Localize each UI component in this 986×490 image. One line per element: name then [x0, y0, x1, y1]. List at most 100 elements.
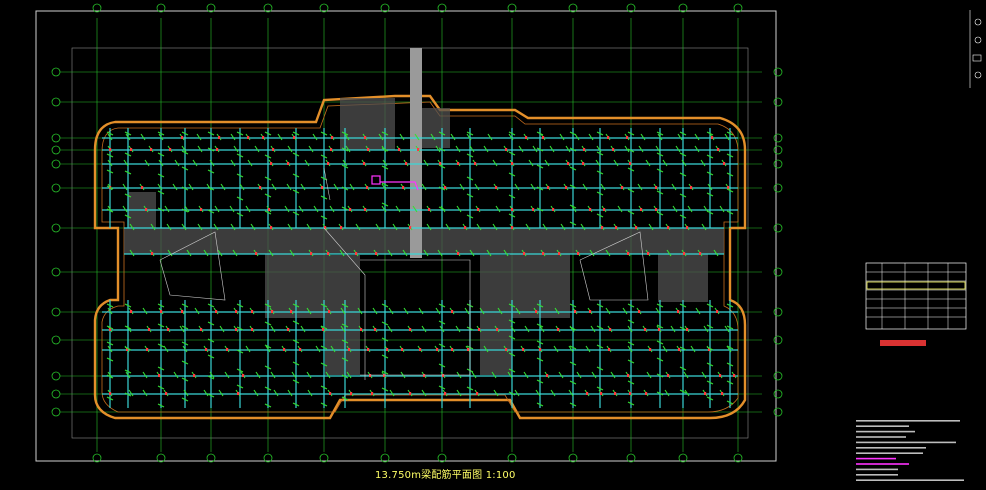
rebar-mark [218, 136, 221, 139]
rebar-tick [268, 249, 274, 257]
rebar-mark [310, 252, 313, 255]
rebar-mark [621, 186, 624, 189]
rebar-tick [596, 213, 604, 218]
rebar-tick [656, 340, 664, 345]
rebar-mark [405, 162, 408, 165]
rebar-tick [236, 368, 244, 373]
rebar-tick [357, 307, 363, 315]
rebar-tick [387, 249, 393, 257]
axis-bubble-right [773, 389, 783, 399]
rebar-tick [627, 401, 635, 406]
rebar-tick [157, 173, 165, 178]
rebar-tick [196, 133, 202, 141]
rebar-tick [706, 346, 714, 351]
rebar-tick [536, 340, 544, 345]
rebar-mark [130, 148, 133, 151]
rebar-tick [292, 173, 300, 178]
rebar-mark [181, 136, 184, 139]
rebar-tick [107, 133, 113, 141]
rebar-tick [726, 325, 734, 330]
axis-bubbles [51, 3, 783, 463]
rebar-mark [645, 392, 648, 395]
rebar-tick [174, 159, 180, 167]
rebar-tick [381, 337, 389, 342]
rebar-tick [264, 344, 272, 349]
rebar-mark [451, 310, 454, 313]
rebar-tick [106, 208, 114, 213]
rebar-tick [627, 380, 635, 385]
rebar-mark [511, 208, 514, 211]
rebar-mark [322, 328, 325, 331]
rebar-tick [181, 303, 189, 308]
rebar-tick [207, 209, 215, 214]
rebar-tick [341, 396, 349, 401]
rebar-mark [586, 392, 589, 395]
rebar-tick [456, 389, 462, 397]
rebar-tick [157, 323, 165, 328]
rebar-tick [158, 159, 164, 167]
rebar-tick [550, 389, 556, 397]
rebar-tick [320, 131, 328, 136]
axis-bubble-bottom [733, 453, 743, 463]
axis-bubble-right [773, 307, 783, 317]
rebar-tick [726, 362, 734, 367]
rebar-mark [467, 348, 470, 351]
rebar-mark [283, 348, 286, 351]
rebar-mark [511, 226, 514, 229]
rebar-mark [589, 208, 592, 211]
rebar-tick [726, 210, 734, 215]
rebar-tick [569, 380, 577, 385]
axis-bubble-right [773, 183, 783, 193]
rebar-tick [287, 145, 293, 153]
rebar-tick [184, 205, 190, 213]
rebar-mark [699, 252, 702, 255]
rebar-mark [375, 252, 378, 255]
rebar-mark [495, 186, 498, 189]
rebar-tick [381, 387, 389, 392]
rebar-mark [708, 348, 711, 351]
axis-bubble-left [51, 267, 61, 277]
rebar-tick [218, 389, 224, 397]
axis-bubble-bottom [156, 453, 166, 463]
rebar-tick [536, 379, 544, 384]
rebar-tick [455, 325, 461, 333]
rebar-tick [125, 133, 131, 141]
rebar-tick [320, 345, 328, 350]
note-line [856, 457, 896, 460]
rebar-tick [706, 131, 714, 136]
rebar-tick [289, 249, 295, 257]
axis-bubble-bottom [568, 453, 578, 463]
axis-bubble-left [51, 307, 61, 317]
rebar-mark [293, 136, 296, 139]
rebar-tick [124, 392, 132, 397]
rebar-tick [304, 159, 310, 167]
rebar-mark [126, 348, 129, 351]
rebar-mark [635, 226, 638, 229]
rebar-tick [122, 205, 128, 213]
rebar-tick [679, 346, 687, 351]
rebar-tick [207, 375, 215, 380]
rebar-tick [192, 159, 198, 167]
rebar-tick [247, 159, 253, 167]
rebar-mark [558, 252, 561, 255]
rebar-mark [704, 392, 707, 395]
rebar-tick [662, 345, 668, 353]
rebar-mark [165, 392, 168, 395]
rebar-mark [601, 226, 604, 229]
rebar-tick [421, 183, 427, 191]
rebar-tick [542, 223, 548, 231]
rebar-tick [157, 190, 165, 195]
rebar-tick [518, 145, 524, 153]
rebar-tick [596, 170, 604, 175]
rebar-tick [292, 361, 300, 366]
rebar-tick [435, 145, 441, 153]
rebar-tick [656, 131, 664, 136]
rebar-mark [417, 148, 420, 151]
rebar-tick [236, 196, 244, 201]
rebar-mark [150, 148, 153, 151]
rebar-mark [259, 186, 262, 189]
rebar-tick [330, 345, 336, 353]
axis-bubble-top [156, 3, 166, 13]
rebar-tick [217, 249, 223, 257]
void-openings [159, 167, 649, 380]
